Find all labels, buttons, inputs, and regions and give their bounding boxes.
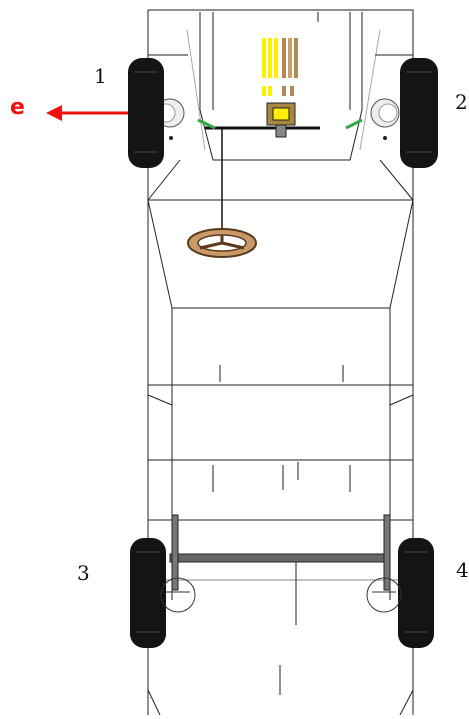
rear-axle (169, 553, 391, 563)
rear-hub-left (160, 577, 196, 613)
gauge-panel (262, 38, 298, 138)
arrow-label: e (10, 95, 25, 120)
wheel-4-label: 4 (456, 558, 469, 582)
wheel-2-tire (400, 58, 438, 168)
wheel-1-tire (128, 58, 164, 168)
wheel-4-tire (398, 538, 434, 648)
steering-wheel-icon (187, 228, 257, 258)
wheel-3-tire (130, 538, 166, 648)
wheel-1-label: 1 (94, 64, 107, 88)
body-outline (147, 199, 414, 309)
arrow-left-icon (46, 105, 128, 121)
mid-frame (171, 308, 391, 520)
wheel-3-label: 3 (77, 561, 90, 585)
front-light-right (370, 98, 400, 128)
rear-hub-right (366, 577, 402, 613)
wheel-2-label: 2 (455, 90, 468, 114)
